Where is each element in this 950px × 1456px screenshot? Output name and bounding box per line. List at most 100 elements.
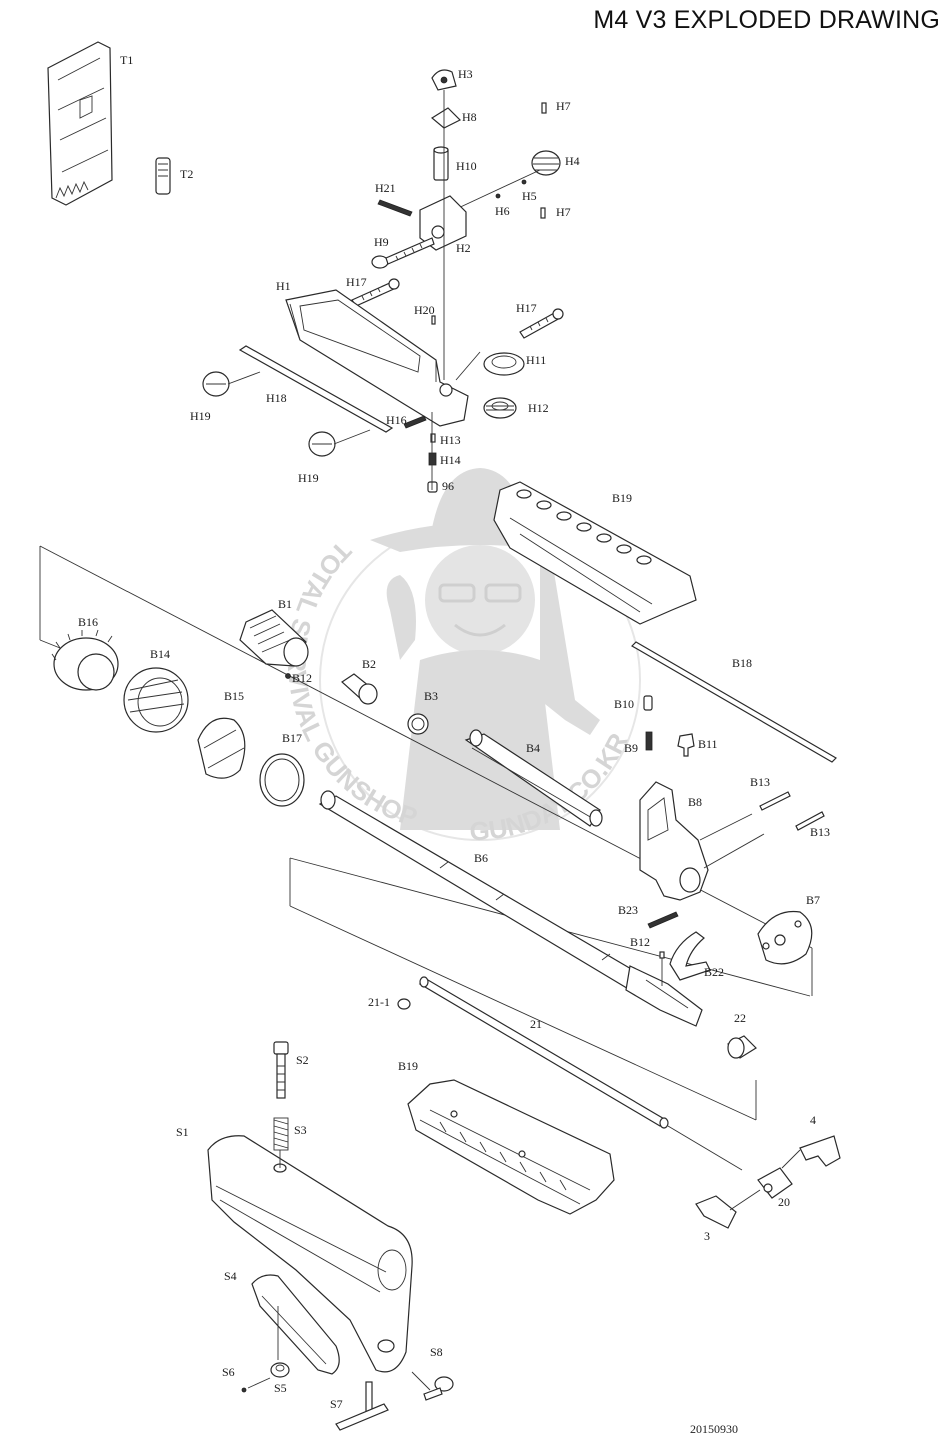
part-T2-pin: [155, 157, 171, 195]
label-96: 96: [442, 479, 454, 493]
label-B14: B14: [150, 647, 170, 661]
part-B1-flash-hider: [239, 609, 309, 667]
label-H17-left: H17: [346, 275, 367, 289]
part-B15-clip: [197, 717, 246, 779]
part-H8-spring-plate: [430, 107, 462, 129]
part-B13-pins: [759, 791, 825, 831]
part-B4-outer-barrel: [464, 729, 603, 827]
part-B14-ring: [123, 667, 189, 733]
label-B17: B17: [282, 731, 302, 745]
label-B15: B15: [224, 689, 244, 703]
label-B11: B11: [698, 737, 718, 751]
part-B17-snap-ring: [259, 753, 305, 807]
label-H7-top: H7: [556, 99, 571, 113]
part-21-barrel-tube: [418, 976, 743, 1171]
label-B16: B16: [78, 615, 98, 629]
label-H21: H21: [375, 181, 396, 195]
label-T1: T1: [120, 53, 133, 67]
label-B12-bottom: B12: [630, 935, 650, 949]
label-H2: H2: [456, 241, 471, 255]
label-H14: H14: [440, 453, 461, 467]
label-S4: S4: [224, 1269, 237, 1283]
label-H19-top: H19: [190, 409, 211, 423]
label-B6: B6: [474, 851, 488, 865]
label-S2: S2: [296, 1053, 309, 1067]
part-B19-handguard-top: [493, 481, 697, 625]
part-B7-cap: [757, 910, 813, 965]
label-S1: S1: [176, 1125, 189, 1139]
part-S4-release: [251, 1274, 340, 1375]
label-B7: B7: [806, 893, 820, 907]
label-S6: S6: [222, 1365, 235, 1379]
part-H3-knob: [431, 69, 457, 91]
part-B2-bushing: [341, 673, 378, 705]
part-H18-rail-rod: [238, 345, 394, 433]
label-H17-right: H17: [516, 301, 537, 315]
label-H16: H16: [386, 413, 407, 427]
part-S2-screw: [273, 1041, 289, 1099]
label-H20: H20: [414, 303, 435, 317]
part-S1-stock: [207, 1135, 413, 1373]
part-S8-screw: [411, 1371, 454, 1401]
part-T1-tool: [47, 41, 113, 206]
part-H10-post: [433, 146, 449, 181]
part-H1-carry-handle: [285, 289, 469, 427]
label-B2: B2: [362, 657, 376, 671]
part-B19-handguard-bottom: [407, 1079, 615, 1215]
label-B19-bottom: B19: [398, 1059, 418, 1073]
label-S5: S5: [274, 1381, 287, 1395]
part-B3-o-ring: [407, 713, 429, 735]
part-H9-bolt: [371, 237, 435, 269]
part-B9-spring: [645, 731, 653, 751]
label-4: 4: [810, 1113, 816, 1127]
label-T2: T2: [180, 167, 193, 181]
drawing-title: M4 V3 EXPLODED DRAWING: [593, 6, 940, 34]
part-22-bushing: [727, 1035, 757, 1059]
part-B10-pin: [643, 695, 653, 711]
label-H3: H3: [458, 67, 473, 81]
label-22: 22: [734, 1011, 746, 1025]
part-labels: T1 T2 H3 H7 H8 H4 H10 H21 H5 H6 H7 H9 H2…: [78, 53, 830, 1411]
label-B19-top: B19: [612, 491, 632, 505]
part-3-hopup: [695, 1189, 761, 1229]
part-B12-detent-lower: [659, 951, 665, 986]
label-H4: H4: [565, 154, 580, 168]
label-H11: H11: [526, 353, 546, 367]
label-B3: B3: [424, 689, 438, 703]
label-H1: H1: [276, 279, 291, 293]
part-B6-chamber-end: [625, 965, 703, 1027]
part-B23-pin: [647, 911, 679, 929]
part-S6-pin: [241, 1377, 271, 1393]
date-code: 20150930: [690, 1422, 738, 1436]
part-H20-pin: [431, 315, 436, 325]
part-H21-screw: [377, 199, 413, 217]
label-H8: H8: [462, 110, 477, 124]
part-21-1-o-ring: [397, 998, 411, 1010]
label-B8: B8: [688, 795, 702, 809]
label-H5: H5: [522, 189, 537, 203]
part-S5-nut: [270, 1362, 290, 1378]
label-S3: S3: [294, 1123, 307, 1137]
part-H19-cap-top: [202, 371, 230, 397]
part-S3-spring: [273, 1117, 289, 1151]
label-B10: B10: [614, 697, 634, 711]
part-H16-pin: [403, 415, 427, 429]
label-H13: H13: [440, 433, 461, 447]
label-S7: S7: [330, 1397, 343, 1411]
handle-leader-lines: [227, 90, 481, 490]
label-21: 21: [530, 1017, 542, 1031]
part-H5-H6-shaft: [453, 169, 541, 211]
part-H12-ring: [483, 397, 517, 419]
part-B12-detent: [285, 673, 291, 679]
label-B18: B18: [732, 656, 752, 670]
label-H7-bottom: H7: [556, 205, 571, 219]
part-B8-front-sight: [639, 781, 765, 901]
part-H19-cap-bottom: [308, 431, 336, 457]
part-20-collar: [757, 1167, 793, 1199]
label-H10: H10: [456, 159, 477, 173]
part-B11-lever: [677, 733, 695, 757]
label-B22: B22: [704, 965, 724, 979]
part-H17-screw-right: [519, 308, 564, 339]
